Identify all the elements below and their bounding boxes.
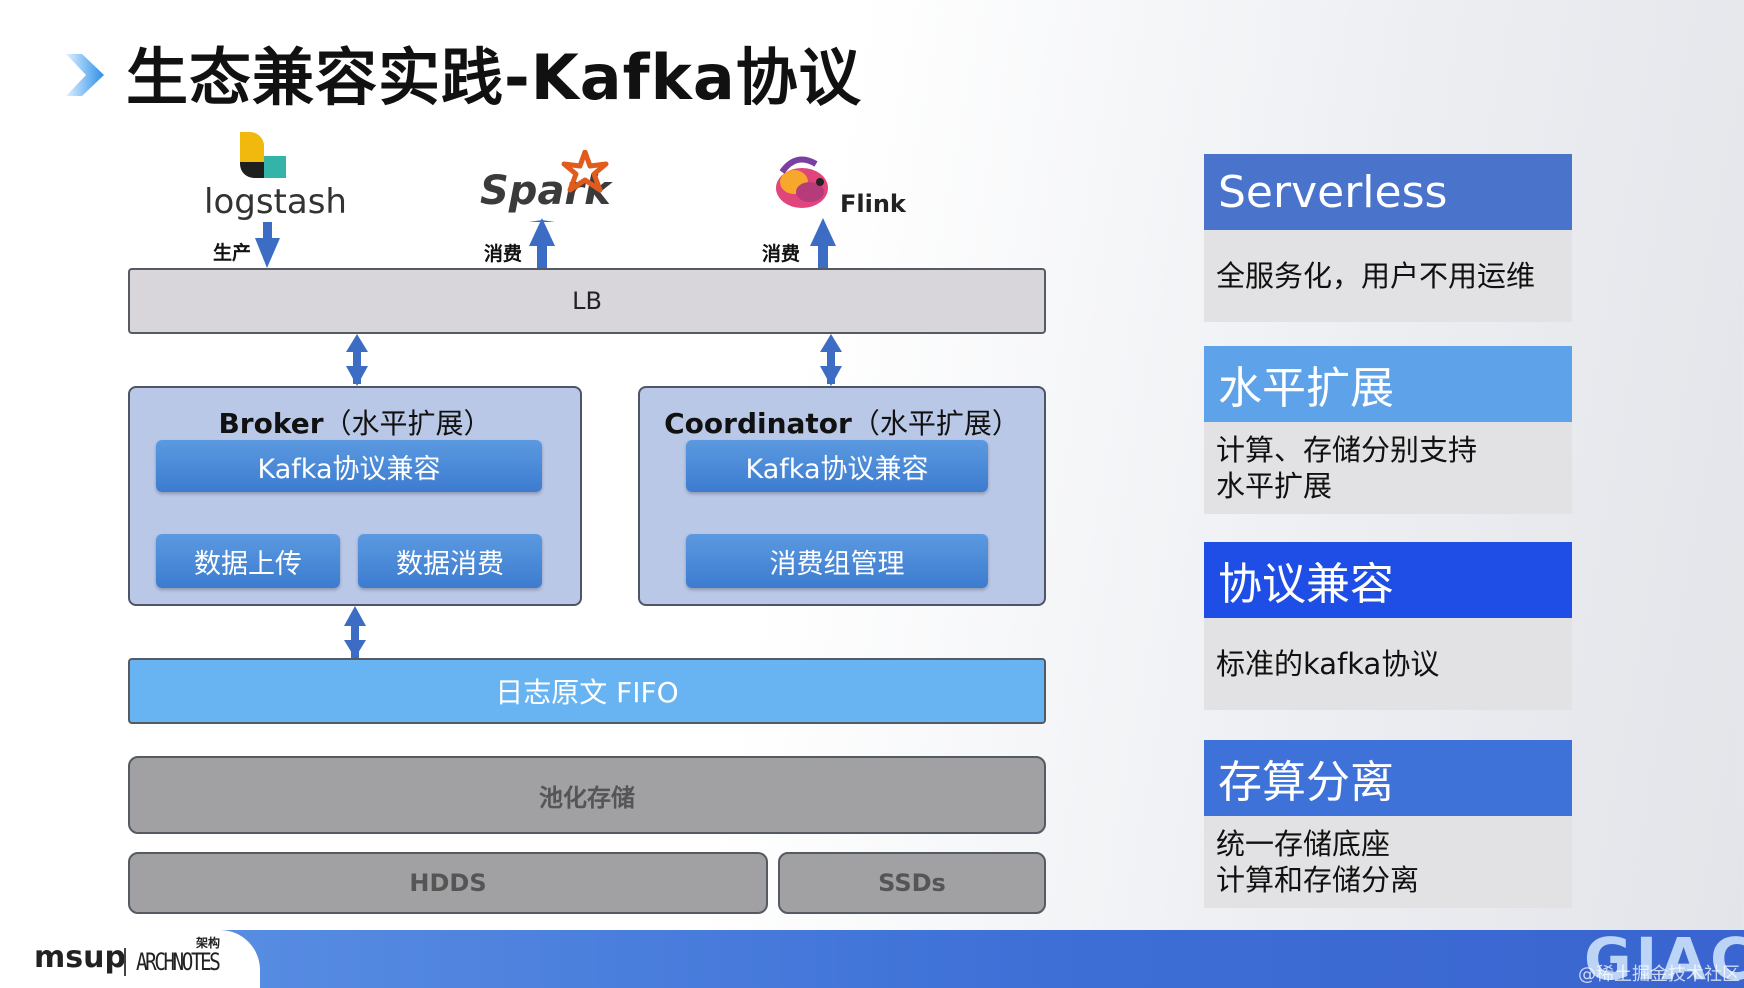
- coordinator-suffix: （水平扩展）: [851, 407, 1020, 440]
- consumer-group-mgmt-pill: 消费组管理: [686, 534, 988, 588]
- footer-divider: [124, 948, 126, 976]
- coordinator-kafka-compat-pill: Kafka协议兼容: [686, 440, 988, 492]
- spark-name: Spark: [480, 168, 611, 214]
- spark-consume-label: 消费: [484, 243, 523, 265]
- coordinator-name: Coordinator: [664, 407, 852, 440]
- spark-up-arrow: [529, 218, 555, 268]
- card-horizontal-scale-body: 计算、存储分别支持 水平扩展: [1204, 422, 1572, 514]
- footer-brand-area: [0, 930, 260, 988]
- broker-name: Broker: [218, 407, 324, 440]
- card-storage-compute-title: 存算分离: [1204, 740, 1572, 816]
- card-serverless-line-1: 全服务化，用户不用运维: [1216, 259, 1536, 293]
- pooled-storage-box: 池化存储: [128, 756, 1046, 834]
- broker-title: Broker（水平扩展）: [130, 402, 580, 442]
- logstash-icon: [240, 132, 286, 178]
- card-storage-compute-line-2: 计算和存储分离: [1216, 863, 1420, 897]
- logstash-logo: logstash: [200, 130, 350, 225]
- card-horizontal-scale-title: 水平扩展: [1204, 346, 1572, 422]
- flink-squirrel-icon: [776, 156, 828, 208]
- flink-logo: Flink: [772, 152, 912, 224]
- load-balancer-box: LB: [128, 268, 1046, 334]
- coordinator-title: Coordinator（水平扩展）: [640, 402, 1044, 442]
- coordinator-panel: Coordinator（水平扩展） Kafka协议兼容 消费组管理: [638, 386, 1046, 606]
- card-serverless-body: 全服务化，用户不用运维: [1204, 230, 1572, 322]
- data-consume-pill: 数据消费: [358, 534, 542, 588]
- lb-broker-bidirectional-arrow: [346, 334, 368, 386]
- title-chevron-icon: [66, 54, 104, 96]
- card-serverless-title: Serverless: [1204, 154, 1572, 230]
- logstash-name: logstash: [204, 182, 347, 222]
- broker-fifo-bidirectional-arrow: [344, 606, 366, 658]
- log-fifo-box: 日志原文 FIFO: [128, 658, 1046, 724]
- card-horizontal-scale-line-1: 计算、存储分别支持: [1216, 433, 1478, 467]
- archnotes-top: 架构: [196, 936, 221, 950]
- card-horizontal-scale-line-2: 水平扩展: [1216, 469, 1333, 503]
- broker-kafka-compat-pill: Kafka协议兼容: [156, 440, 542, 492]
- msup-logo: msup: [34, 940, 126, 975]
- page-title: 生态兼容实践-Kafka协议: [126, 41, 862, 114]
- card-protocol-compat-line-1: 标准的kafka协议: [1216, 647, 1440, 681]
- broker-panel: Broker（水平扩展） Kafka协议兼容 数据上传 数据消费: [128, 386, 582, 606]
- watermark: @稀土掘金技术社区: [1578, 964, 1740, 985]
- data-upload-pill: 数据上传: [156, 534, 340, 588]
- flink-name: Flink: [840, 190, 906, 218]
- card-storage-compute-line-1: 统一存储底座: [1216, 827, 1391, 861]
- spark-star-icon: [561, 150, 609, 193]
- flink-consume-label: 消费: [762, 243, 801, 265]
- produce-down-arrow: [255, 222, 280, 268]
- lb-coordinator-bidirectional-arrow: [820, 334, 842, 386]
- card-storage-compute-body: 统一存储底座 计算和存储分离: [1204, 816, 1572, 908]
- footer-bar: [0, 930, 1744, 988]
- archnotes-logo: ARCHNOTES: [136, 948, 221, 976]
- spark-logo: Spark: [476, 150, 616, 220]
- produce-label: 生产: [213, 242, 252, 264]
- giac-logo: GIAC: [1584, 930, 1744, 988]
- flink-up-arrow: [810, 218, 836, 268]
- ssds-box: SSDs: [778, 852, 1046, 914]
- card-protocol-compat-title: 协议兼容: [1204, 542, 1572, 618]
- broker-suffix: （水平扩展）: [323, 407, 492, 440]
- hdds-box: HDDS: [128, 852, 768, 914]
- card-protocol-compat-body: 标准的kafka协议: [1204, 618, 1572, 710]
